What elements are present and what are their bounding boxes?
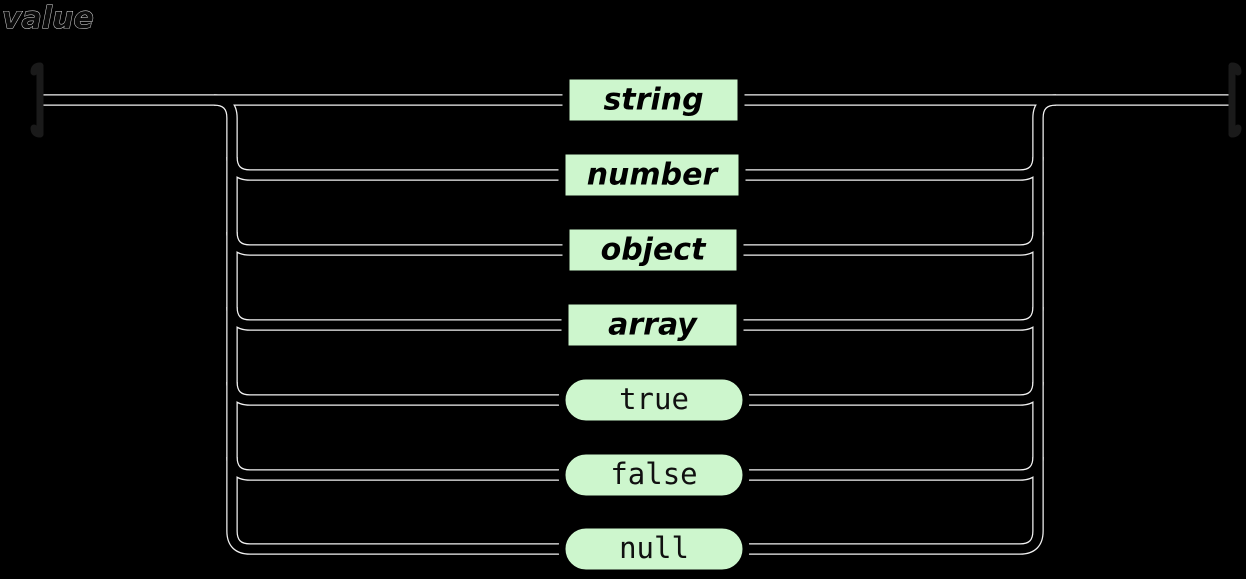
right-trunk [1033, 95, 1057, 531]
branch-out-number [742, 156, 1043, 180]
branch-out-object [740, 231, 1043, 255]
nonterminal-box-array[interactable] [561, 297, 744, 353]
branch-in-array [227, 306, 565, 330]
label-number: number [587, 158, 720, 193]
alternative-object[interactable]: object [562, 222, 744, 278]
left-trunk [213, 95, 237, 531]
branch-in-null [227, 530, 562, 554]
diagram-title: value [2, 1, 94, 36]
label-object: object [601, 233, 707, 268]
track-core-layer [40, 95, 1232, 554]
branch-out-array [740, 306, 1043, 330]
label-false: false [610, 457, 697, 491]
branch-out-false [746, 456, 1043, 480]
branch-in-object [227, 231, 566, 255]
label-array: array [608, 308, 698, 343]
alternative-null[interactable]: null [558, 521, 750, 577]
nonterminal-box-object[interactable] [562, 222, 744, 278]
label-true: true [619, 382, 689, 416]
exit-terminator [1228, 62, 1242, 138]
label-string: string [603, 83, 703, 118]
terminal-pill-false[interactable] [558, 447, 750, 503]
branch-in-false [227, 456, 562, 480]
entry-terminator [30, 62, 44, 138]
branch-out-true [746, 381, 1043, 405]
terminal-pill-null[interactable] [558, 521, 750, 577]
nonterminal-box-number[interactable] [558, 147, 746, 203]
terminal-pill-true[interactable] [558, 372, 750, 428]
alternative-false[interactable]: false [558, 447, 750, 503]
label-null: null [619, 531, 689, 565]
alternative-string[interactable]: string [562, 72, 745, 128]
nonterminal-box-string[interactable] [562, 72, 745, 128]
alternative-array[interactable]: array [561, 297, 744, 353]
alternative-true[interactable]: true [558, 372, 750, 428]
branch-in-number [227, 156, 562, 180]
alternative-number[interactable]: number [558, 147, 746, 203]
branch-out-null [746, 530, 1043, 554]
alternative-nodes-layer: string number object array true false null [558, 72, 750, 577]
branch-in-true [227, 381, 562, 405]
